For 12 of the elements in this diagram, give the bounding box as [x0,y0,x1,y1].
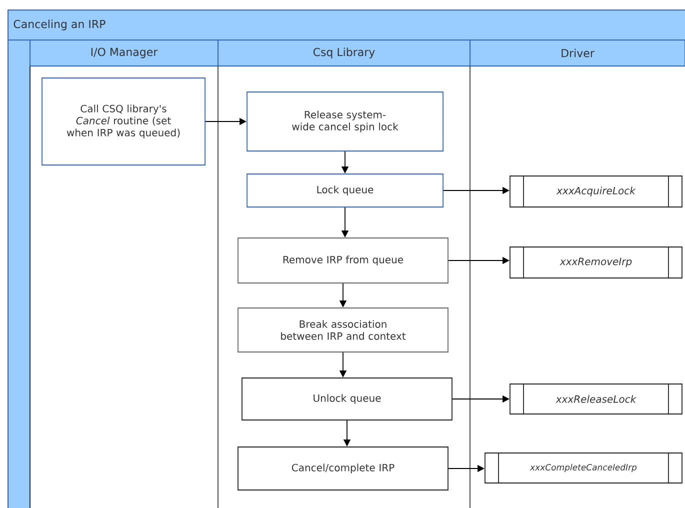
process-box: Release system-wide cancel spin lock [246,92,444,152]
process-box: Call CSQ library's Cancel routine (set when IRP was queued) [42,78,206,166]
subroutine-box: xxxCompleteCanceledIrp [484,452,682,484]
subroutine-box: xxxReleaseLock [510,383,682,415]
process-box: Remove IRP from queue [238,238,448,284]
process-box: Cancel/complete IRP [238,446,448,490]
process-box: Lock queue [246,174,444,208]
node-label: Driver [562,48,594,58]
subroutine-box: xxxRemoveIrp [510,246,682,279]
process-box: Unlock queue [242,378,452,420]
subroutine-box: xxxAcquireLock [510,175,682,208]
process-box: Break association between IRP and context [238,308,448,352]
